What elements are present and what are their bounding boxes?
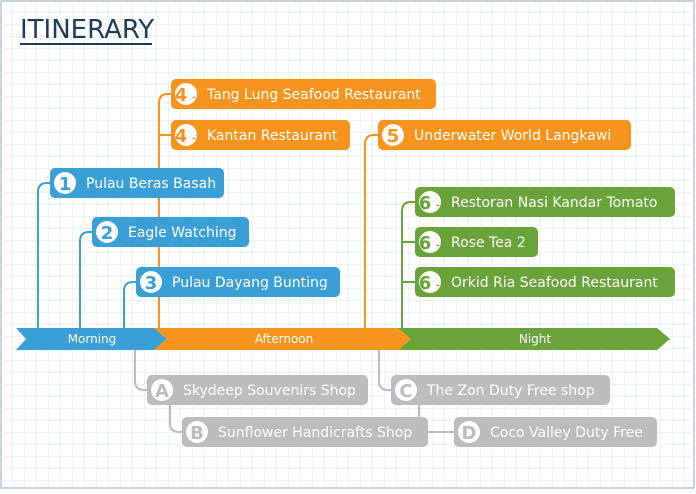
morning-item-2[interactable]: 2 Eagle Watching	[92, 217, 249, 247]
timeline-afternoon-label: Afternoon	[255, 332, 314, 346]
item-label: The Zon Duty Free shop	[426, 383, 595, 399]
connector-1	[37, 182, 52, 330]
morning-item-1[interactable]: 1 Pulau Beras Basah	[50, 168, 224, 198]
night-item-6-2[interactable]: 6 -2 Rose Tea 2	[415, 227, 538, 257]
timeline-afternoon-arrow	[154, 328, 411, 350]
afternoon-item-4-1[interactable]: 4 -1 Tang Lung Seafood Restaurant	[171, 79, 436, 109]
item-number: 4	[175, 85, 188, 106]
item-label: Skydeep Souvenirs Shop	[183, 383, 356, 399]
item-letter: C	[399, 381, 412, 402]
connector-b	[169, 390, 184, 433]
connectors	[37, 93, 454, 433]
shopping-item-c[interactable]: C The Zon Duty Free shop	[391, 375, 610, 405]
item-label: Pulau Beras Basah	[86, 176, 216, 192]
item-label: Tang Lung Seafood Restaurant	[206, 87, 421, 103]
item-number: 4	[175, 126, 188, 147]
connector-5	[364, 134, 380, 330]
item-number: 6	[419, 273, 432, 294]
item-label: Coco Valley Duty Free	[490, 425, 643, 441]
page-title: ITINERARY	[20, 15, 154, 45]
item-label: Eagle Watching	[128, 225, 237, 241]
item-label: Pulau Dayang Bunting	[172, 275, 328, 291]
item-number: 5	[387, 126, 400, 147]
connector-a	[134, 348, 149, 391]
item-number: 1	[59, 174, 72, 195]
item-sub-number: -1	[192, 93, 202, 103]
afternoon-item-4-2[interactable]: 4 -2 Kantan Restaurant	[171, 120, 350, 150]
item-letter: A	[155, 381, 169, 402]
item-number: 6	[419, 193, 432, 214]
connector-2	[79, 231, 94, 330]
timeline: Morning Afternoon Night	[16, 328, 670, 350]
item-label: Rose Tea 2	[451, 235, 526, 251]
item-label: Orkid Ria Seafood Restaurant	[451, 275, 658, 291]
item-sub-number: -1	[436, 201, 446, 211]
afternoon-item-5[interactable]: 5 Underwater World Langkawi	[378, 120, 631, 150]
connector-3	[123, 281, 138, 330]
item-letter: B	[190, 423, 204, 444]
timeline-morning-label: Morning	[68, 332, 117, 346]
shopping-item-b[interactable]: B Sunflower Handicrafts Shop	[182, 417, 428, 447]
connector-6-1	[401, 201, 417, 330]
connector-4-1	[158, 93, 173, 330]
item-label: Sunflower Handicrafts Shop	[218, 425, 412, 441]
item-letter: D	[462, 423, 477, 444]
timeline-night-label: Night	[519, 332, 552, 346]
night-item-6-1[interactable]: 6 -1 Restoran Nasi Kandar Tomato	[415, 187, 675, 217]
item-label: Underwater World Langkawi	[414, 128, 611, 144]
shopping-item-a[interactable]: A Skydeep Souvenirs Shop	[147, 375, 368, 405]
night-item-6-3[interactable]: 6 -3 Orkid Ria Seafood Restaurant	[415, 267, 675, 297]
timeline-night-arrow	[398, 328, 670, 350]
item-sub-number: -3	[436, 281, 446, 291]
item-number: 3	[145, 273, 158, 294]
shopping-item-d[interactable]: D Coco Valley Duty Free	[454, 417, 657, 447]
item-label: Kantan Restaurant	[207, 128, 338, 144]
connector-c	[378, 348, 393, 391]
morning-item-3[interactable]: 3 Pulau Dayang Bunting	[136, 267, 340, 297]
item-sub-number: -2	[436, 241, 446, 251]
item-number: 6	[419, 233, 432, 254]
item-label: Restoran Nasi Kandar Tomato	[451, 195, 657, 211]
item-number: 2	[101, 223, 114, 244]
timeline-morning-arrow	[16, 328, 167, 350]
item-sub-number: -2	[192, 134, 202, 144]
